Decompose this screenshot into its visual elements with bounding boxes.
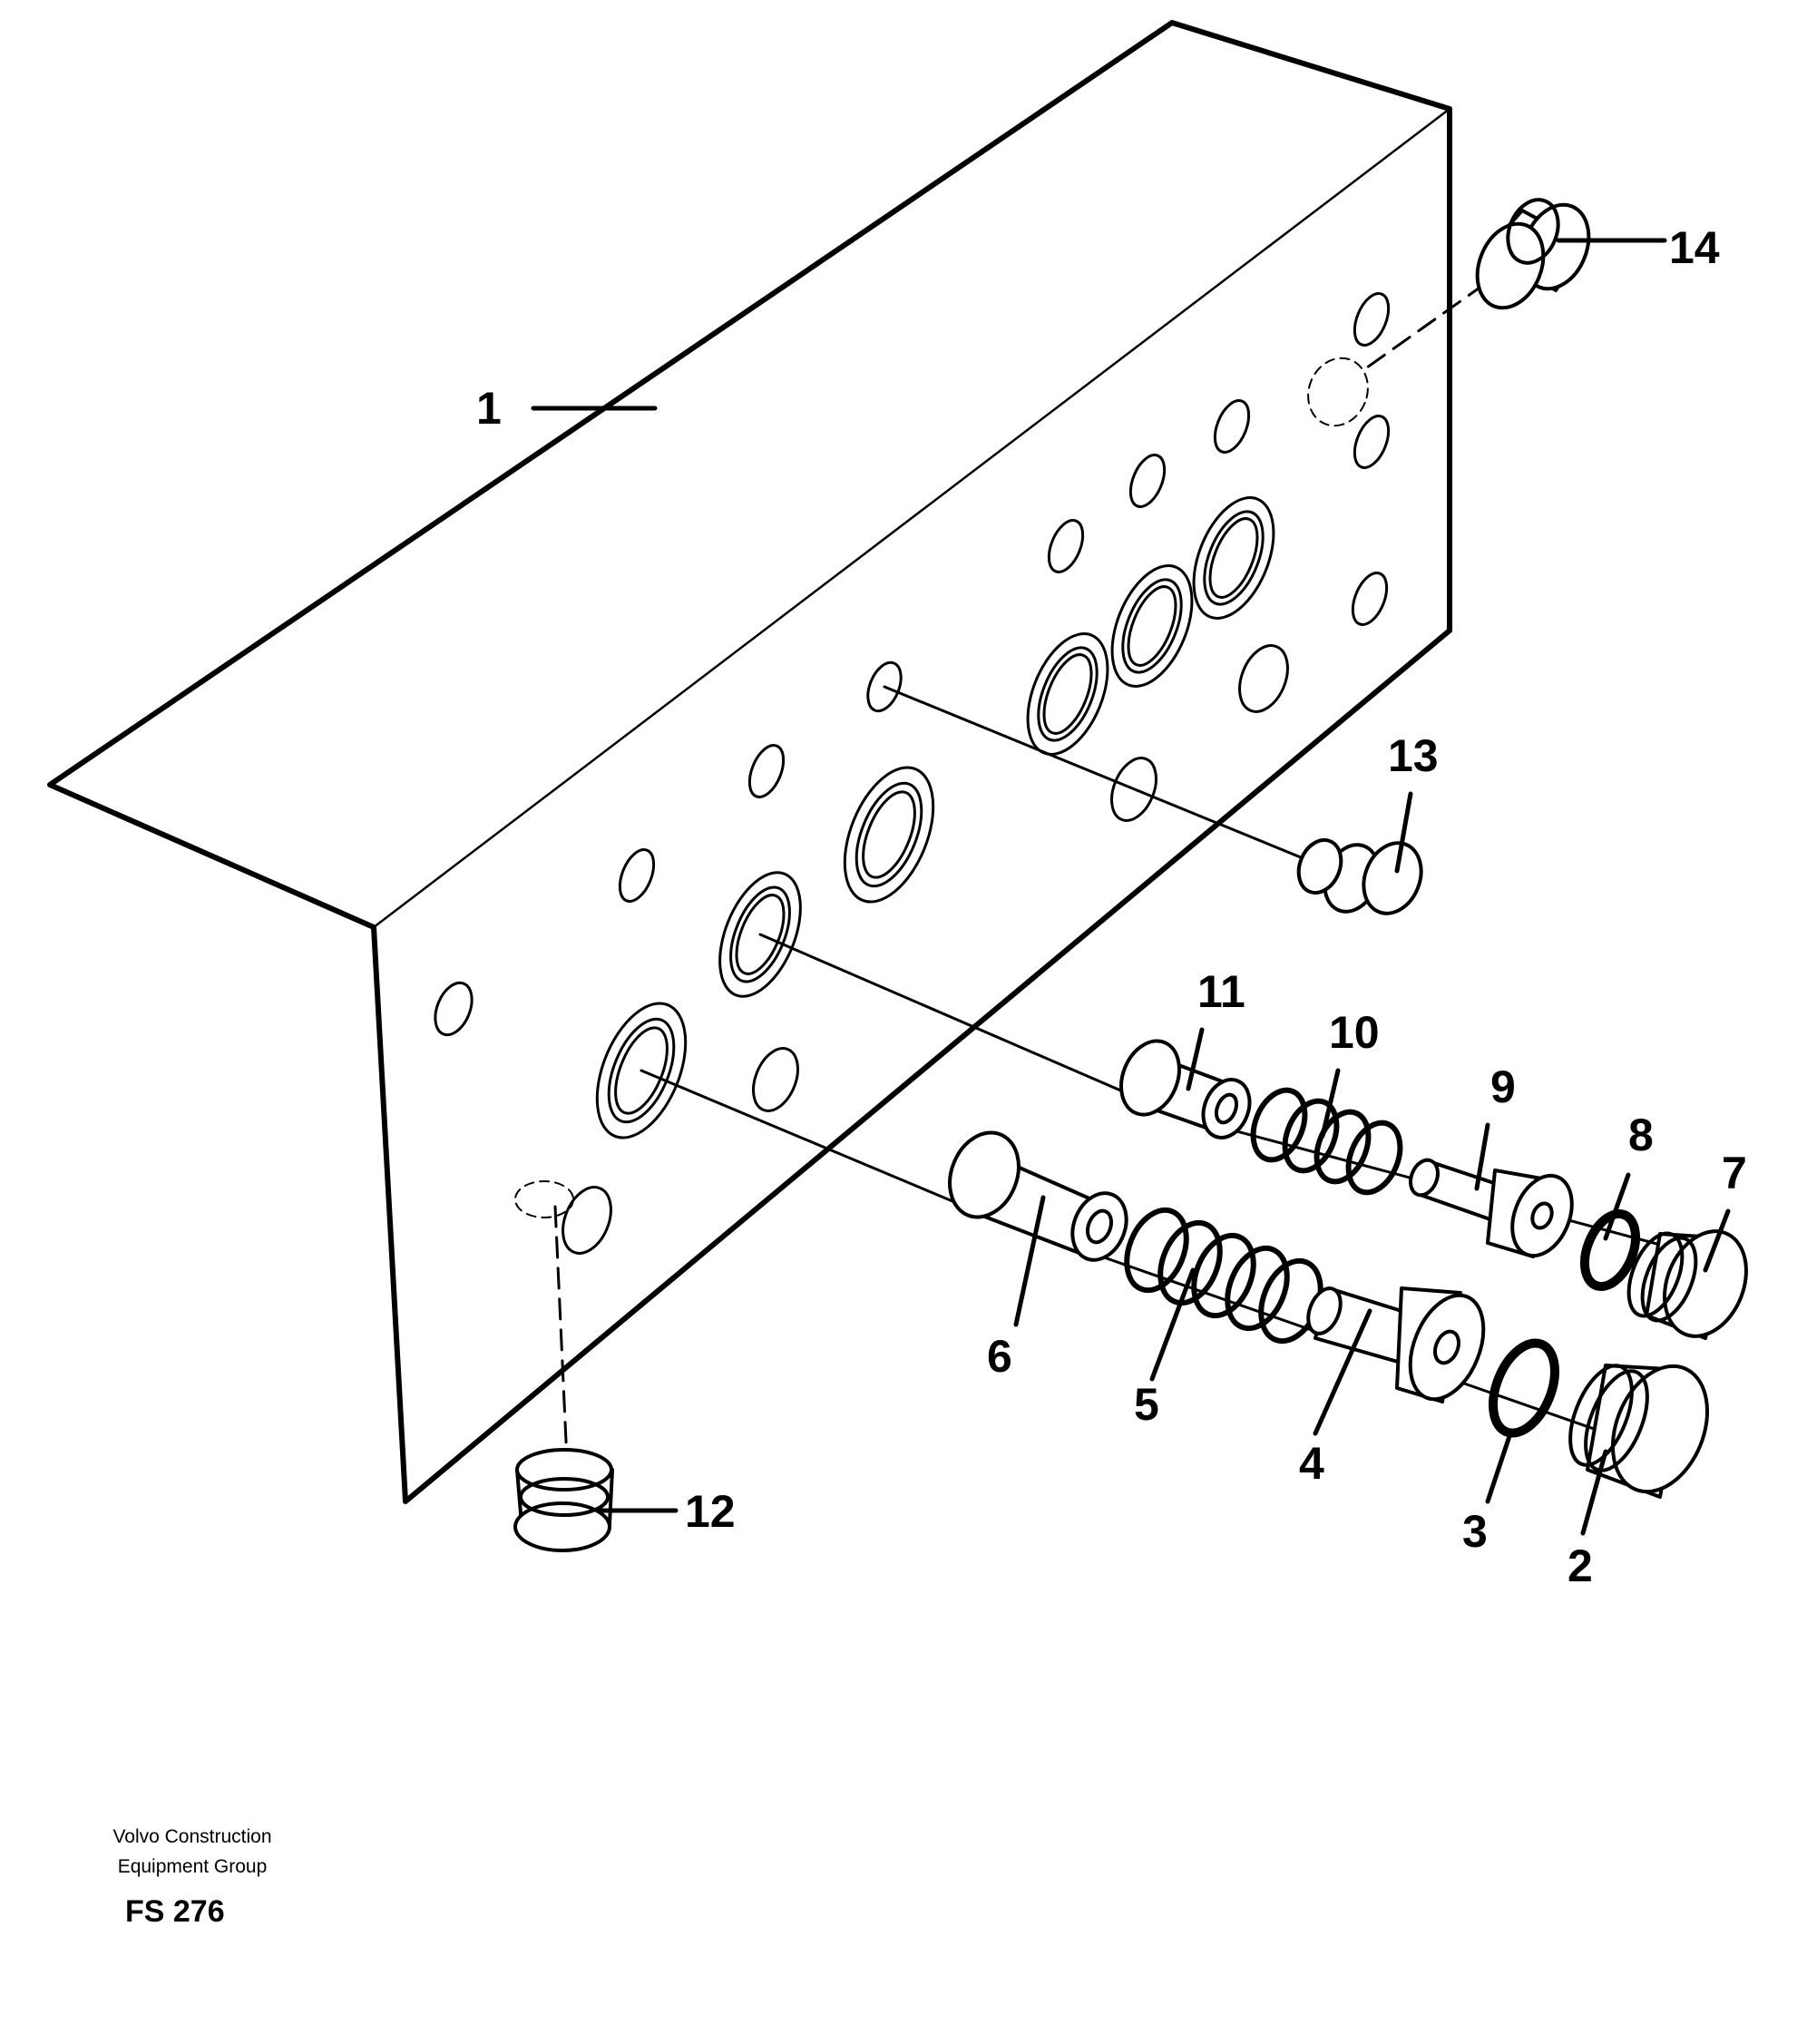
callout-13: 13: [1388, 730, 1439, 781]
callout-8: 8: [1628, 1110, 1654, 1160]
part-2-plug: [1568, 1364, 1710, 1499]
callout-labels: 1 14 13 11 10 9 8 7 6 5 4 3 2 12: [476, 222, 1747, 1591]
callout-12: 12: [685, 1486, 736, 1537]
callout-6: 6: [987, 1331, 1012, 1382]
port-holes: [434, 292, 1391, 1255]
callout-7: 7: [1722, 1148, 1747, 1198]
part-5-spring: [1124, 1207, 1323, 1345]
part-13-plug: [1296, 837, 1423, 915]
callout-3: 3: [1462, 1506, 1488, 1557]
valve-block: [47, 20, 1452, 1504]
part-8-ring: [1579, 1208, 1641, 1292]
footer: Volvo Construction Equipment Group FS 27…: [83, 1822, 301, 1930]
part-6-sleeve: [948, 1130, 1128, 1262]
callout-2: 2: [1567, 1540, 1593, 1591]
callout-9: 9: [1490, 1061, 1516, 1112]
part-11-sleeve: [1119, 1039, 1252, 1139]
callout-14: 14: [1669, 222, 1720, 273]
callout-10: 10: [1329, 1007, 1380, 1058]
figure-code: FS 276: [125, 1894, 225, 1929]
company-line-2: Equipment Group: [117, 1856, 268, 1877]
hidden-ports: [514, 357, 1369, 1218]
callout-4: 4: [1299, 1438, 1324, 1489]
callout-5: 5: [1134, 1379, 1159, 1430]
part-10-spring: [1250, 1087, 1403, 1196]
callout-11: 11: [1197, 966, 1245, 1017]
part-3-ring: [1489, 1338, 1559, 1438]
callout-1: 1: [476, 383, 502, 434]
part-9-piston: [1409, 1158, 1574, 1258]
part-12-plug: [513, 1448, 614, 1552]
part-4-piston: [1306, 1286, 1486, 1403]
part-14-plug: [1475, 198, 1591, 310]
leader-lines: [531, 238, 1731, 1536]
company-line-1: Volvo Construction: [112, 1826, 272, 1847]
